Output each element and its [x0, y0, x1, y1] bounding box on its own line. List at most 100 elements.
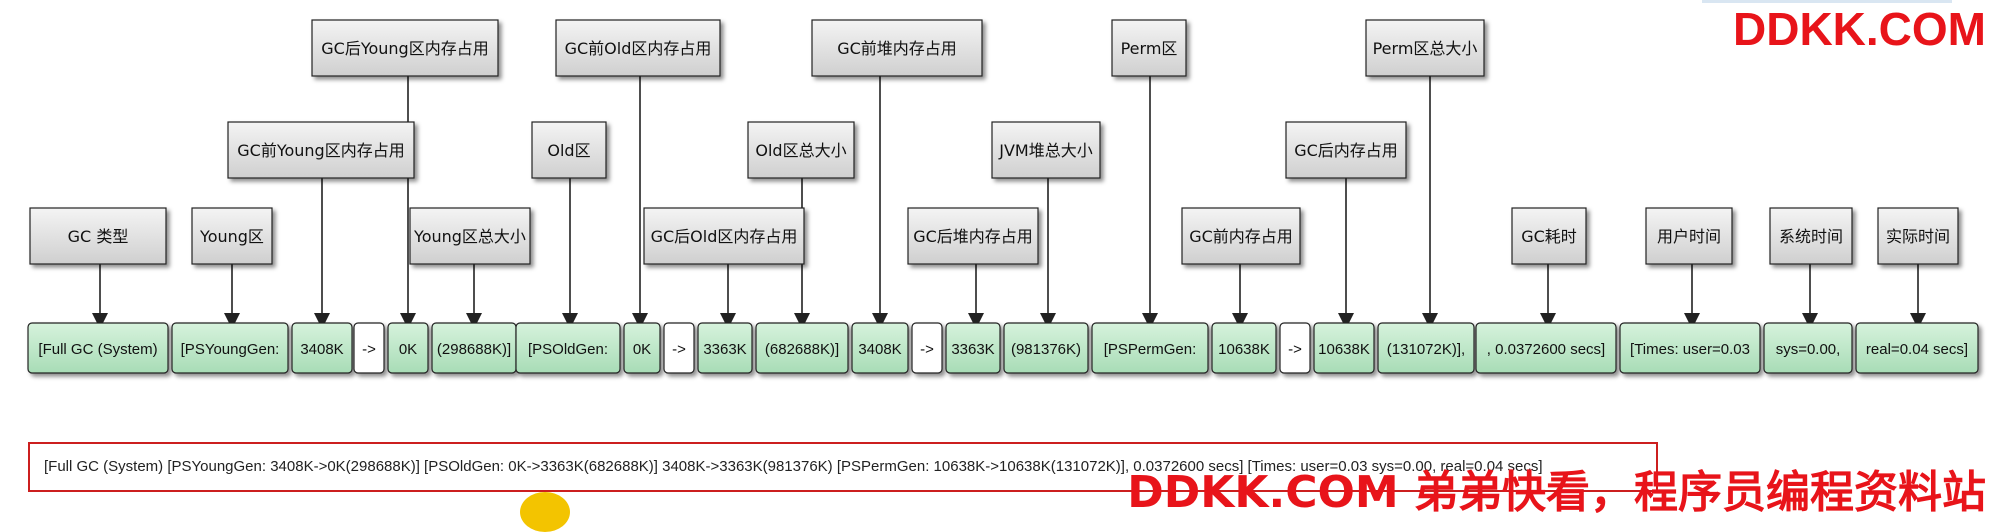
label-text: GC前Old区内存占用 [565, 39, 712, 58]
segment-rect [945, 322, 1001, 374]
segment-text: [PSPermGen: [1104, 341, 1197, 358]
segment-text: [PSYoungGen: [181, 341, 280, 358]
segment-box: sys=0.00, [1763, 322, 1853, 374]
label-box: Young区 [191, 207, 273, 265]
segment-arrow: -> [911, 322, 943, 374]
gc-log-diagram: GC 类型 Young区 GC前Young区内存占用 GC后Young区内存占用 You… [27, 19, 1979, 374]
segment-rect [1619, 322, 1761, 374]
segment-rect [1003, 322, 1089, 374]
segment-box: [PSPermGen: [1091, 322, 1209, 374]
segment-rect [515, 322, 621, 374]
label-box: 用户时间 [1645, 207, 1733, 265]
label-box: GC前Old区内存占用 [555, 19, 721, 77]
segment-text: 0K [399, 341, 417, 358]
segment-rect [1763, 322, 1853, 374]
segment-box: 10638K [1313, 322, 1375, 374]
label-rect [643, 207, 805, 265]
label-box: GC前堆内存占用 [811, 19, 983, 77]
segment-rect [1313, 322, 1375, 374]
yellow-dot [520, 492, 570, 532]
segment-rect [1279, 322, 1311, 374]
segment-rect [353, 322, 385, 374]
segment-text: sys=0.00, [1776, 341, 1841, 358]
label-rect [555, 19, 721, 77]
label-box: Perm区 [1111, 19, 1187, 77]
label-text: GC前Young区内存占用 [237, 141, 404, 160]
segment-rect [171, 322, 289, 374]
segment-rect [1475, 322, 1617, 374]
gc-log-summary: [Full GC (System) [PSYoungGen: 3408K->0K… [28, 442, 1658, 492]
label-box: Young区总大小 [409, 207, 531, 265]
label-text: GC前堆内存占用 [837, 39, 957, 58]
segment-text: (131072K)], [1387, 341, 1465, 358]
segment-box: (981376K) [1003, 322, 1089, 374]
label-rect [811, 19, 983, 77]
segment-rect [291, 322, 353, 374]
label-rect [1511, 207, 1587, 265]
label-box: Old区 [531, 121, 607, 179]
segment-box: [Times: user=0.03 [1619, 322, 1761, 374]
segment-box: real=0.04 secs] [1855, 322, 1979, 374]
segment-text: (298688K)] [437, 341, 511, 358]
label-text: 实际时间 [1886, 227, 1950, 246]
segment-text: , 0.0372600 secs] [1487, 341, 1605, 358]
segment-text: [Times: user=0.03 [1630, 341, 1750, 358]
label-text: GC后Young区内存占用 [321, 39, 488, 58]
segment-text: (981376K) [1011, 341, 1081, 358]
segment-box: (131072K)], [1377, 322, 1475, 374]
label-box: GC后堆内存占用 [907, 207, 1039, 265]
segment-text: 0K [633, 341, 651, 358]
label-rect [1181, 207, 1301, 265]
segment-box: 3408K [851, 322, 909, 374]
label-rect [1877, 207, 1959, 265]
segment-box: 0K [387, 322, 429, 374]
label-rect [409, 207, 531, 265]
segment-box: [PSOldGen: [515, 322, 621, 374]
segment-text: 3408K [300, 341, 343, 358]
segment-rect [27, 322, 169, 374]
label-box: GC后Young区内存占用 [311, 19, 499, 77]
segment-rect [663, 322, 695, 374]
segment-rect [1091, 322, 1209, 374]
top-strip [1702, 0, 1952, 3]
segment-text: 3408K [858, 341, 901, 358]
segment-rect [623, 322, 661, 374]
segment-text: [Full GC (System) [38, 341, 157, 358]
label-text: Perm区 [1121, 39, 1178, 58]
label-box: JVM堆总大小 [991, 121, 1101, 179]
segment-text: -> [1288, 341, 1302, 358]
segment-text: (682688K)] [765, 341, 839, 358]
segment-box: [Full GC (System) [27, 322, 169, 374]
segment-rect [1855, 322, 1979, 374]
label-text: Old区总大小 [755, 141, 846, 160]
label-box: GC 类型 [29, 207, 167, 265]
label-rect [1365, 19, 1485, 77]
label-rect [747, 121, 855, 179]
segment-text: -> [920, 341, 934, 358]
segment-box: 0K [623, 322, 661, 374]
label-text: Young区总大小 [413, 227, 526, 246]
label-text: GC 类型 [68, 227, 129, 246]
segment-box: 3363K [697, 322, 753, 374]
segment-box: (682688K)] [755, 322, 849, 374]
label-box: GC前内存占用 [1181, 207, 1301, 265]
label-box: GC后内存占用 [1285, 121, 1407, 179]
label-box: 系统时间 [1769, 207, 1853, 265]
label-text: GC后Old区内存占用 [651, 227, 798, 246]
label-text: GC耗时 [1521, 227, 1577, 246]
segment-text: 3363K [703, 341, 746, 358]
segment-rect [1211, 322, 1277, 374]
label-rect [29, 207, 167, 265]
segment-arrow: -> [353, 322, 385, 374]
label-rect [991, 121, 1101, 179]
label-text: Young区 [199, 227, 264, 246]
segment-text: 3363K [951, 341, 994, 358]
watermark-bottom: DDKK.COM 弟弟快看，程序员编程资料站 [1127, 467, 1986, 518]
label-rect [191, 207, 273, 265]
segment-arrow: -> [1279, 322, 1311, 374]
label-rect [907, 207, 1039, 265]
label-text: GC后内存占用 [1294, 141, 1398, 160]
label-box: GC前Young区内存占用 [227, 121, 415, 179]
segment-text: 10638K [1218, 341, 1270, 358]
segment-rect [755, 322, 849, 374]
